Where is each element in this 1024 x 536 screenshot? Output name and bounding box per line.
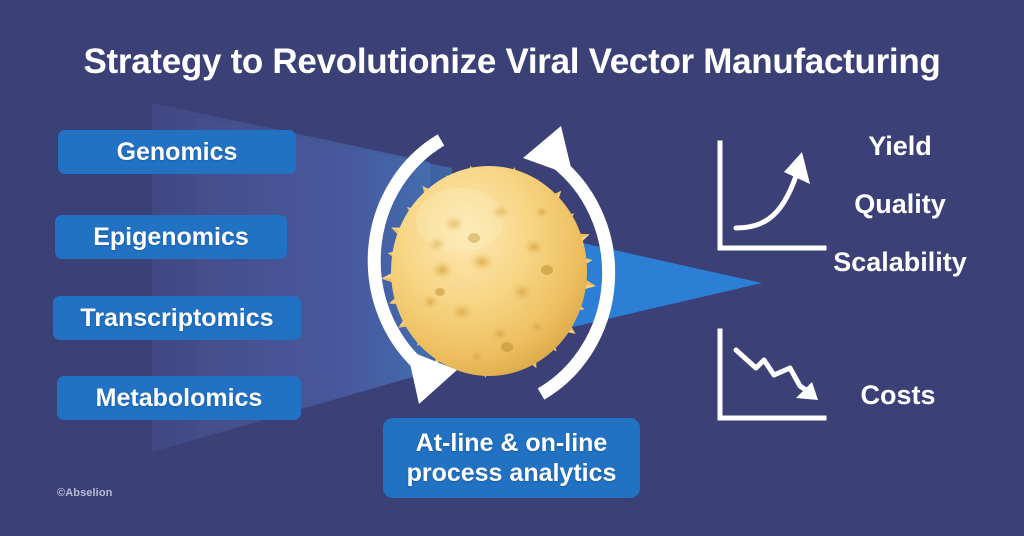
outcome-label-costs: Costs: [860, 380, 936, 410]
input-pill-metabolomics[interactable]: Metabolomics: [57, 376, 301, 420]
page-title: Strategy to Revolutionize Viral Vector M…: [83, 42, 941, 81]
callout-line-1: At-line & on-line: [415, 428, 608, 457]
cycle-arrowhead-down: [407, 350, 457, 404]
input-pill-label: Metabolomics: [95, 383, 263, 412]
input-pill-label: Epigenomics: [93, 222, 249, 251]
cycle-arc-right: [537, 156, 616, 400]
input-pill-epigenomics[interactable]: Epigenomics: [55, 215, 287, 259]
chart-up-curve: [733, 167, 801, 231]
down-trend-chart-icon: [717, 328, 827, 421]
outcome-label-scalability: Scalability: [833, 247, 967, 277]
chart-down-axis: [717, 328, 827, 421]
outcome-label-yield: Yield: [868, 131, 932, 161]
input-pill-label: Genomics: [116, 137, 238, 166]
virus-particle-icon: [382, 164, 597, 379]
circular-arrows-icon: [367, 126, 616, 404]
input-pill-label: Transcriptomics: [80, 303, 274, 332]
cycle-arrowhead-up: [523, 126, 573, 176]
process-analytics-callout[interactable]: At-line & on-line process analytics: [383, 418, 640, 498]
input-pill-genomics[interactable]: Genomics: [58, 130, 296, 174]
callout-line-2: process analytics: [406, 459, 617, 487]
chart-down-zigzag: [733, 347, 815, 397]
chart-down-arrowhead: [796, 382, 818, 400]
virus-highlight: [416, 188, 504, 252]
virus-surface-texture: [421, 204, 553, 365]
chart-up-axis: [717, 140, 827, 251]
outcome-label-quality: Quality: [854, 189, 946, 219]
up-trend-chart-icon: [717, 140, 827, 251]
copyright-notice: ©Abselion: [57, 487, 113, 499]
input-pill-transcriptomics[interactable]: Transcriptomics: [53, 296, 301, 340]
cycle-arc-left: [367, 134, 445, 376]
chart-up-arrowhead: [784, 152, 810, 184]
